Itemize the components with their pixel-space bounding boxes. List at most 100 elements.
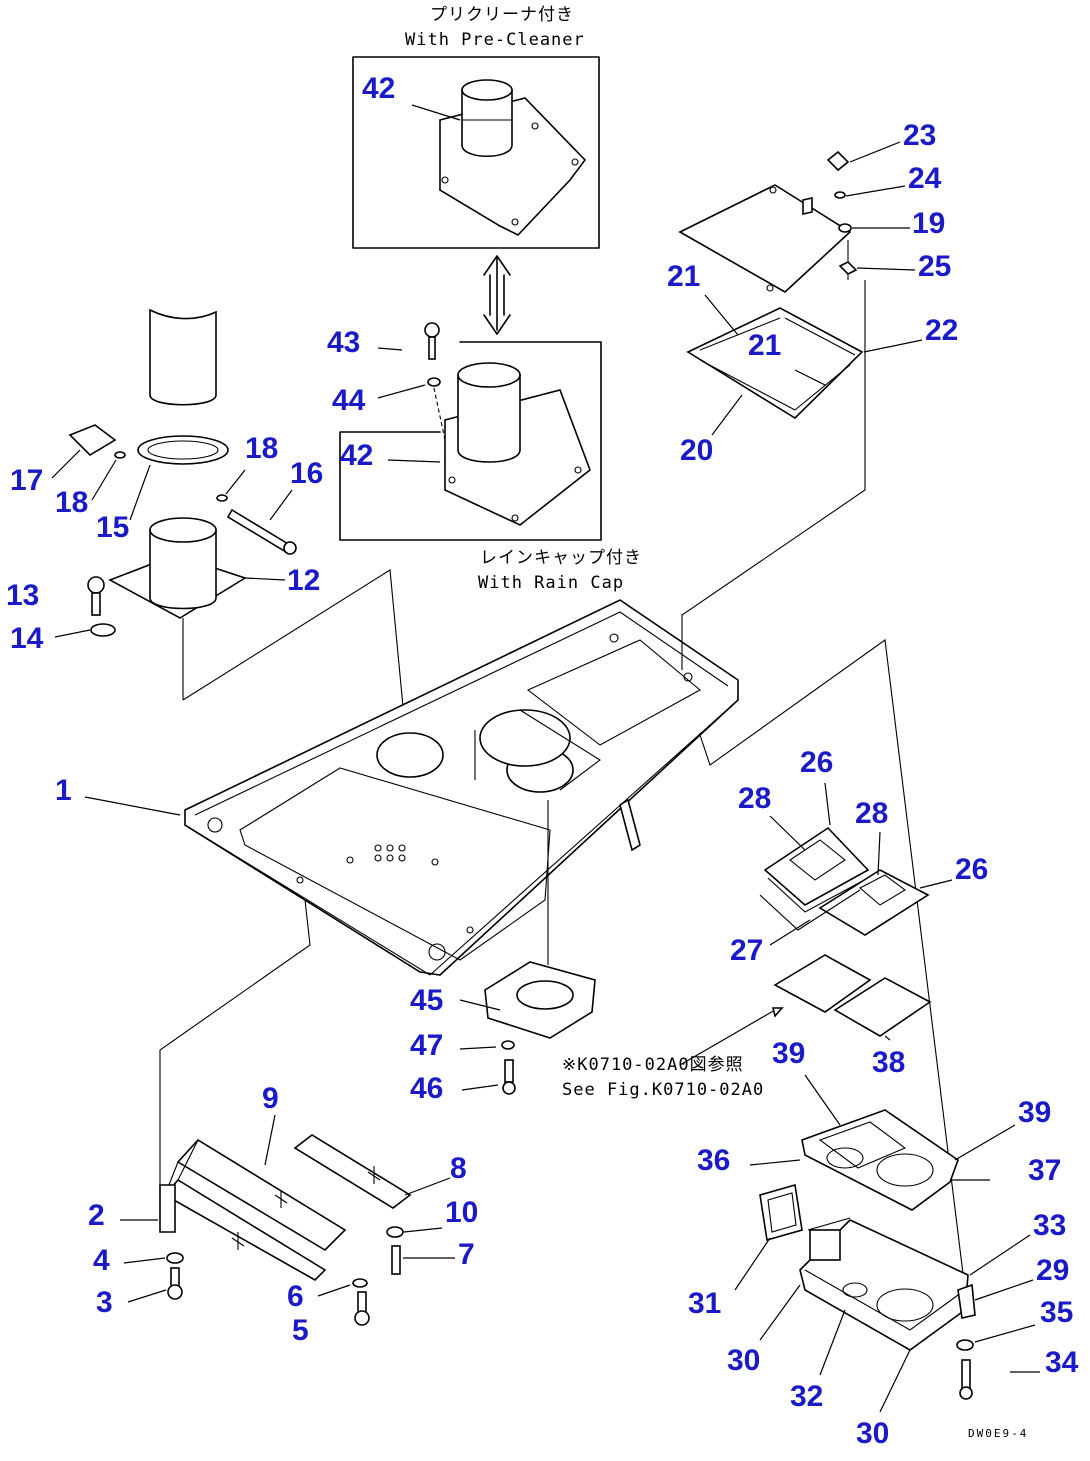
filter-38a <box>773 954 872 1013</box>
pre-cleaner-inset: プリクリーナ付き With Pre-Cleaner 42 <box>352 5 600 249</box>
part-label-19: 19 <box>912 207 945 240</box>
part-label-1: 1 <box>55 774 72 807</box>
part-label-39-left: 39 <box>772 1037 805 1070</box>
bolt-23 <box>826 150 850 172</box>
part-label-28-left: 28 <box>738 782 771 815</box>
plate-8 <box>293 1134 412 1209</box>
clamp-bolt-17 <box>68 424 117 457</box>
part-label-39-right: 39 <box>1018 1096 1051 1129</box>
bolt-3 <box>170 1267 180 1287</box>
washer-24 <box>834 191 846 199</box>
part-label-34: 34 <box>1045 1346 1079 1379</box>
bolt-9 <box>391 1245 401 1275</box>
part-label-17: 17 <box>10 464 43 497</box>
pre-cleaner-caption-jp: プリクリーナ付き <box>430 5 574 25</box>
washer-4 <box>166 1252 184 1264</box>
gasket-31 <box>759 1183 803 1242</box>
part-label-12: 12 <box>287 564 320 597</box>
seal-frame-20 <box>686 307 864 420</box>
part-label-15: 15 <box>96 511 129 544</box>
part-label-21-left: 21 <box>667 260 700 293</box>
assembly-leader-left <box>159 899 311 1215</box>
nut-19 <box>838 223 852 233</box>
clamp-ring-15 <box>137 435 229 465</box>
part-label-13: 13 <box>6 579 39 612</box>
rain-cap-frame <box>339 341 602 541</box>
drawing-code: DW0E9-4 <box>968 1427 1028 1440</box>
rain-cap-caption-en: With Rain Cap <box>478 573 624 593</box>
part-label-37: 37 <box>1028 1154 1061 1187</box>
part-label-18-left: 18 <box>55 486 88 519</box>
gasket-45 <box>484 961 596 1039</box>
part-label-45: 45 <box>410 984 443 1017</box>
element-26a <box>763 826 870 906</box>
part-label-42-mid: 42 <box>340 439 373 472</box>
washer-35 <box>956 1339 974 1351</box>
bolt-46 <box>502 1059 516 1095</box>
bracket-assembly <box>159 1134 412 1326</box>
part-label-14: 14 <box>10 622 44 655</box>
part-label-38: 38 <box>872 1046 905 1079</box>
pre-cleaner-cover-plate <box>439 79 587 236</box>
washer-14 <box>90 623 116 637</box>
washer-10 <box>386 1226 404 1238</box>
part-label-4: 4 <box>93 1244 110 1277</box>
duct-pipe-12 <box>149 529 217 610</box>
box-cover-37 <box>801 1109 959 1211</box>
part-label-18-right: 18 <box>245 432 278 465</box>
pre-cleaner-caption-en: With Pre-Cleaner <box>405 30 585 50</box>
washer-7 <box>352 1278 368 1288</box>
part-label-32: 32 <box>790 1380 823 1413</box>
bolt-16 <box>226 508 292 554</box>
part-label-25: 25 <box>918 250 951 283</box>
part-label-20: 20 <box>680 434 713 467</box>
part-label-33: 33 <box>1033 1209 1066 1242</box>
rain-cap-caption-jp: レインキャップ付き <box>480 548 642 568</box>
assembly-leader-right <box>699 639 966 1291</box>
upper-duct-pipe <box>149 308 217 406</box>
washer-44 <box>427 377 441 387</box>
part-label-30-bottom: 30 <box>856 1417 889 1450</box>
washer-47 <box>501 1040 515 1050</box>
element-26b <box>818 869 930 936</box>
bracket-5 <box>176 1138 347 1252</box>
part-label-27: 27 <box>730 934 763 967</box>
part-label-7: 6 <box>287 1280 304 1313</box>
clip-25 <box>838 261 858 275</box>
filter-element-assembly <box>759 826 932 1037</box>
part-label-2: 2 <box>88 1199 105 1232</box>
part-label-31: 31 <box>688 1287 721 1320</box>
part-label-5: 9 <box>262 1082 279 1115</box>
part-label-30-left: 30 <box>727 1344 760 1377</box>
part-label-28-right: 28 <box>855 797 888 830</box>
part-label-35: 35 <box>1040 1296 1073 1329</box>
part-label-8: 8 <box>450 1152 467 1185</box>
bolt-13-head <box>87 576 105 594</box>
part-label-10: 10 <box>445 1196 478 1229</box>
part-label-36: 36 <box>697 1144 730 1177</box>
part-label-46: 46 <box>410 1072 443 1105</box>
part-label-21-right: 21 <box>748 329 781 362</box>
pre-cleaner-frame <box>352 56 600 249</box>
part-label-29: 29 <box>1036 1254 1069 1287</box>
part-label-42-top: 42 <box>362 72 395 105</box>
filter-38b <box>833 977 932 1037</box>
spacer-2 <box>159 1184 176 1233</box>
rain-cap-inset: レインキャップ付き With Rain Cap 43 44 42 <box>327 322 642 593</box>
part-label-22: 22 <box>925 314 958 347</box>
part-label-43: 43 <box>327 326 360 359</box>
air-box-assembly <box>759 1109 976 1400</box>
alternative-arrow <box>483 255 511 335</box>
part-label-6: 5 <box>292 1314 309 1347</box>
see-fig-caption-en: See Fig.K0710-02A0 <box>562 1080 764 1100</box>
hatch-cover-assembly <box>678 150 864 420</box>
part-label-26-top: 26 <box>800 746 833 779</box>
bolt-34 <box>961 1359 971 1389</box>
bracket-29 <box>957 1283 976 1319</box>
bolt-43 <box>424 322 440 360</box>
part-label-47: 47 <box>410 1029 443 1062</box>
part-label-26-right: 26 <box>955 853 988 886</box>
main-cover-plate <box>184 599 739 976</box>
part-label-9: 7 <box>458 1238 475 1271</box>
part-label-16: 16 <box>290 457 323 490</box>
